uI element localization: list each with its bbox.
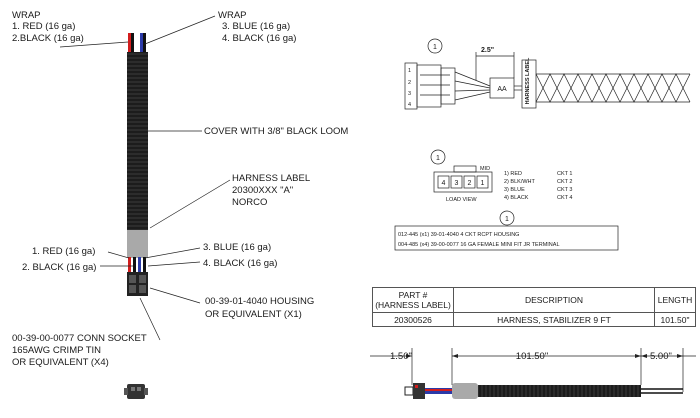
dim-2-5: 2.5" <box>481 47 494 54</box>
table-cell-length: 101.50" <box>654 312 696 327</box>
circuit-2-wire: 2) BLK/WHT <box>504 179 536 185</box>
housing-line-1: 00-39-01-4040 HOUSING <box>205 296 314 307</box>
table-header-part: PART # (HARNESS LABEL) <box>372 287 454 313</box>
length-view: 1.50" 101.50" 5.00" <box>370 348 696 399</box>
table-header-row: PART # (HARNESS LABEL) DESCRIPTION LENGT… <box>372 287 696 313</box>
header-part-line-1: PART # <box>398 290 428 300</box>
socket-line-1: 00-39-00-0077 CONN SOCKET <box>12 333 147 344</box>
socket-line-2: 165AWG CRIMP TIN <box>12 345 101 356</box>
harness-label-line-2: 20300XXX "A" <box>232 185 293 196</box>
socket-line-3: OR EQUIVALENT (X4) <box>12 357 109 368</box>
dim-left: 1.50" <box>390 351 412 362</box>
wire-red-bottom-label: 1. RED (16 ga) <box>32 246 95 257</box>
circuit-3-wire: 3) BLUE <box>504 187 525 193</box>
table-row: 20300526 HARNESS, STABILIZER 9 FT 101.50… <box>372 312 696 327</box>
wire-red-top-label: 1. RED (16 ga) <box>12 21 75 32</box>
harness-loom <box>127 52 148 232</box>
circuit-4-ckt: CKT 4 <box>557 195 573 201</box>
pin-4: 4 <box>408 102 411 108</box>
harness-label-line-3: NORCO <box>232 197 267 208</box>
parts-note: 1 012-445 (x1) 39-01-4040 4 CKT RCPT HOU… <box>394 210 619 251</box>
load-pin-1: 1 <box>481 180 485 187</box>
wire-black2-bottom-label: 4. BLACK (16 ga) <box>203 258 277 269</box>
load-pin-3: 3 <box>455 180 459 187</box>
left-harness: WRAP 1. RED (16 ga) 2.BLACK (16 ga) WRAP… <box>12 10 348 399</box>
housing-connector <box>127 272 148 296</box>
table-cell-description: HARNESS, STABILIZER 9 FT <box>453 312 655 327</box>
table-cell-part: 20300526 <box>372 312 454 327</box>
wire-blue-top-label: 3. BLUE (16 ga) <box>222 21 290 32</box>
circuit-3-ckt: CKT 3 <box>557 187 573 193</box>
dim-right: 5.00" <box>650 351 672 362</box>
wire-black-top-label: 2.BLACK (16 ga) <box>12 33 84 44</box>
harness-label-sleeve <box>127 230 148 258</box>
mid-mark: MID <box>480 166 490 172</box>
part-line-2: 004-485 (x4) 39-00-0077 16 GA FEMALE MIN… <box>398 242 560 248</box>
parts-table: PART # (HARNESS LABEL) DESCRIPTION LENGT… <box>372 287 696 327</box>
dim-mid: 101.50" <box>516 351 548 362</box>
load-pin-4: 4 <box>442 180 446 187</box>
table-header-length: LENGTH <box>654 287 696 313</box>
callout-2: 1 <box>436 155 440 162</box>
wire-black2-top-label: 4. BLACK (16 ga) <box>222 33 296 44</box>
top-wire-ends <box>128 33 146 55</box>
pin-3: 3 <box>408 91 411 97</box>
bottom-wire-ends <box>128 257 146 273</box>
connector-end-view <box>124 384 148 399</box>
circuit-1-ckt: CKT 1 <box>557 171 573 177</box>
housing-line-2: OR EQUIVALENT (X1) <box>205 309 302 320</box>
circuit-2-ckt: CKT 2 <box>557 179 573 185</box>
wrap-label-right: WRAP <box>218 10 247 21</box>
wire-blue-bottom-label: 3. BLUE (16 ga) <box>203 242 271 253</box>
connector-load-view: 1 MID 4 3 2 1 LOAD VIEW 1) RED CKT 1 2) … <box>430 149 573 203</box>
aa-label: AA <box>497 86 507 93</box>
pin-2: 2 <box>408 80 411 86</box>
callout-3: 1 <box>505 216 509 223</box>
wrap-label-left: WRAP <box>12 10 41 21</box>
harness-label-line-1: HARNESS LABEL <box>232 173 310 184</box>
pin-1: 1 <box>408 68 411 74</box>
cover-note: COVER WITH 3/8" BLACK LOOM <box>204 126 348 137</box>
braided-loom <box>535 73 691 103</box>
load-pin-2: 2 <box>468 180 472 187</box>
circuit-4-wire: 4) BLACK <box>504 195 529 201</box>
header-part-line-2: (HARNESS LABEL) <box>375 300 451 310</box>
circuit-1-wire: 1) RED <box>504 171 522 177</box>
connector-detail-top: 1 1 2 3 4 AA 2.5" HARNESS LABEL <box>404 38 691 110</box>
load-view-label: LOAD VIEW <box>446 197 477 203</box>
callout-1: 1 <box>433 44 437 51</box>
harness-label-box: HARNESS LABEL <box>525 57 531 104</box>
wire-black-bottom-label: 2. BLACK (16 ga) <box>22 262 96 273</box>
table-header-description: DESCRIPTION <box>453 287 655 313</box>
part-line-1: 012-445 (x1) 39-01-4040 4 CKT RCPT HOUSI… <box>398 232 519 238</box>
